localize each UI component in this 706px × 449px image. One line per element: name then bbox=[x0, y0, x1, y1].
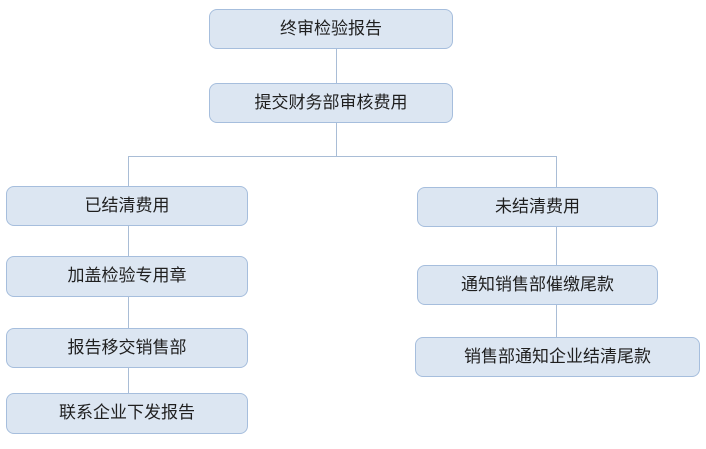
flow-node-label: 未结清费用 bbox=[495, 196, 580, 217]
connector-line bbox=[128, 297, 129, 328]
flow-node-label: 报告移交销售部 bbox=[67, 337, 187, 358]
flow-node-label: 联系企业下发报告 bbox=[59, 403, 195, 423]
flow-node-label: 销售部通知企业结清尾款 bbox=[464, 346, 651, 367]
flow-node-label: 已结清费用 bbox=[84, 195, 170, 216]
flow-node-fees-settled: 已结清费用 bbox=[6, 186, 248, 226]
connector-line bbox=[336, 49, 337, 83]
flow-node-final-inspection-report: 终审检验报告 bbox=[209, 9, 453, 49]
flow-node-sales-notify-enterprise: 销售部通知企业结清尾款 bbox=[415, 337, 700, 377]
flow-node-label: 通知销售部催缴尾款 bbox=[461, 274, 614, 295]
connector-line bbox=[128, 156, 129, 186]
flow-node-submit-finance-review: 提交财务部审核费用 bbox=[209, 83, 453, 123]
flow-node-label: 加盖检验专用章 bbox=[67, 266, 187, 286]
flow-node-notify-sales-collect: 通知销售部催缴尾款 bbox=[417, 265, 658, 305]
flow-node-contact-enterprise-issue: 联系企业下发报告 bbox=[6, 393, 248, 434]
connector-line bbox=[336, 123, 337, 157]
connector-line bbox=[128, 368, 129, 393]
flow-node-label: 提交财务部审核费用 bbox=[254, 92, 408, 113]
flow-node-fees-unsettled: 未结清费用 bbox=[417, 187, 658, 227]
connector-line bbox=[556, 156, 557, 187]
flow-node-label: 终审检验报告 bbox=[280, 18, 382, 39]
connector-line bbox=[128, 156, 556, 157]
connector-line bbox=[128, 226, 129, 256]
flow-node-report-to-sales-dept: 报告移交销售部 bbox=[6, 328, 248, 368]
connector-line bbox=[556, 227, 557, 265]
connector-line bbox=[556, 305, 557, 337]
flow-node-stamp-inspection-seal: 加盖检验专用章 bbox=[6, 256, 248, 297]
